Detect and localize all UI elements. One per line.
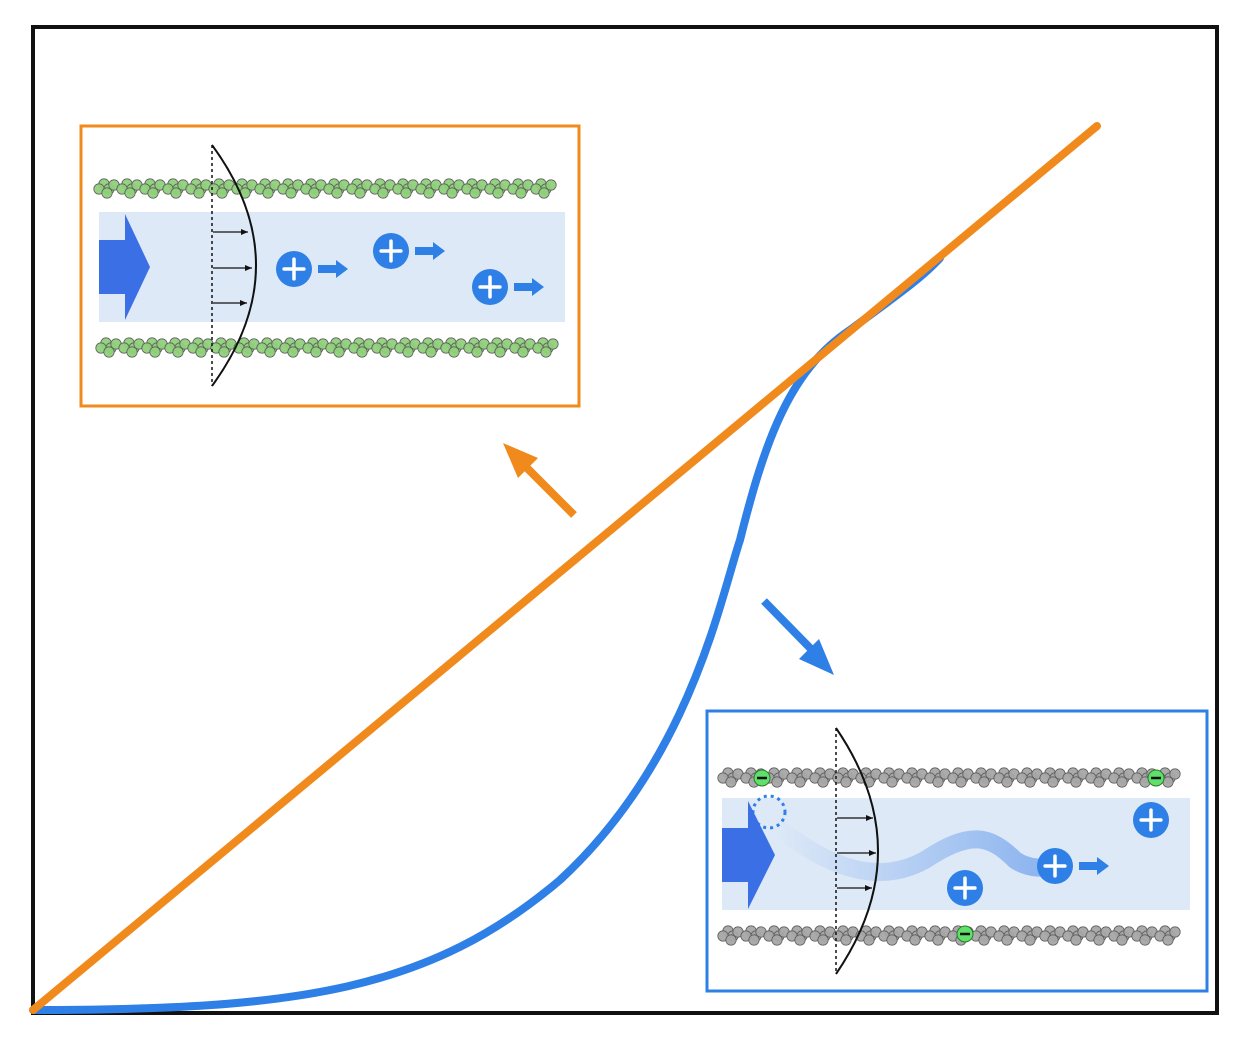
wall-atom-cluster bbox=[185, 178, 212, 199]
wall-atom-cluster bbox=[323, 178, 350, 199]
wall-atom-cluster bbox=[993, 925, 1020, 946]
cation bbox=[472, 269, 544, 305]
wall-atom-cluster bbox=[1131, 925, 1158, 946]
bottom-wall-atoms bbox=[717, 925, 1181, 946]
cations bbox=[276, 233, 544, 305]
wall-atom-cluster bbox=[93, 178, 120, 199]
neutral-channel-inset bbox=[79, 124, 581, 408]
wall-atom-cluster bbox=[302, 337, 329, 358]
plus-sign-icon bbox=[282, 257, 306, 281]
drift-arrow bbox=[318, 260, 348, 278]
flow-arrow bbox=[99, 214, 150, 320]
wall-atom-cluster bbox=[461, 178, 488, 199]
plus-sign-icon bbox=[1043, 854, 1067, 878]
wall-atom-cluster bbox=[486, 337, 513, 358]
wall-atom-cluster bbox=[878, 767, 905, 788]
wall-atom-cluster bbox=[1016, 767, 1043, 788]
wall-atom-cluster bbox=[532, 337, 559, 358]
wall-atom-cluster bbox=[901, 925, 928, 946]
top-wall-atoms bbox=[93, 178, 557, 199]
drift-arrow bbox=[1079, 857, 1109, 875]
wall-atom-cluster bbox=[348, 337, 375, 358]
wall-atom-cluster bbox=[139, 178, 166, 199]
cation bbox=[373, 233, 445, 269]
wall-atom-cluster bbox=[463, 337, 490, 358]
wall-atom-cluster bbox=[901, 767, 928, 788]
wall-atom-cluster bbox=[924, 925, 951, 946]
wall-atom-cluster bbox=[300, 178, 327, 199]
wall-atom-cluster bbox=[878, 925, 905, 946]
wall-atom-cluster bbox=[1108, 925, 1135, 946]
plus-sign-icon bbox=[379, 239, 403, 263]
plus-sign-icon bbox=[953, 876, 977, 900]
wall-atom-cluster bbox=[1154, 925, 1181, 946]
wall-atom-cluster bbox=[162, 178, 189, 199]
velocity-profile-curve bbox=[835, 727, 879, 975]
wall-atom-cluster bbox=[740, 925, 767, 946]
wall-atom-cluster bbox=[279, 337, 306, 358]
wall-atom-cluster bbox=[438, 178, 465, 199]
wall-atom-cluster bbox=[325, 337, 352, 358]
wall-atom-cluster bbox=[187, 337, 214, 358]
plot-frame bbox=[31, 25, 1219, 1015]
blue-pointer-arrow bbox=[761, 598, 834, 675]
orange-pointer-arrow bbox=[503, 443, 577, 518]
wall-atom-cluster bbox=[924, 767, 951, 788]
wall-atom-cluster bbox=[763, 767, 790, 788]
velocity-vectors bbox=[213, 229, 252, 306]
linear-curve bbox=[29, 122, 1101, 1014]
wall-atom-cluster bbox=[256, 337, 283, 358]
velocity-profile-curve bbox=[211, 144, 257, 387]
cation bbox=[1037, 848, 1109, 884]
wall-atom-cluster bbox=[1085, 767, 1112, 788]
wall-atom-cluster bbox=[530, 178, 557, 199]
wall-atom-cluster bbox=[507, 178, 534, 199]
wall-atom-cluster bbox=[809, 925, 836, 946]
plus-sign-icon bbox=[478, 275, 502, 299]
flow-arrow bbox=[722, 801, 775, 909]
wall-atom-cluster bbox=[1016, 925, 1043, 946]
wall-atom-cluster bbox=[1039, 767, 1066, 788]
negative-charge bbox=[956, 925, 974, 943]
negative-charge bbox=[1147, 769, 1165, 787]
cation bbox=[1133, 802, 1169, 838]
ion-trajectory-trail bbox=[766, 816, 1064, 881]
wall-atom-cluster bbox=[440, 337, 467, 358]
drift-arrow bbox=[415, 242, 445, 260]
wall-atom-cluster bbox=[717, 767, 744, 788]
drift-arrow bbox=[514, 278, 544, 296]
wall-atom-cluster bbox=[1085, 925, 1112, 946]
velocity-vectors bbox=[837, 815, 876, 891]
wall-atom-cluster bbox=[371, 337, 398, 358]
wall-atom-cluster bbox=[254, 178, 281, 199]
wall-atom-cluster bbox=[210, 337, 237, 358]
wall-atom-cluster bbox=[855, 925, 882, 946]
cations bbox=[947, 802, 1169, 906]
wall-atom-cluster bbox=[116, 178, 143, 199]
cation bbox=[276, 251, 348, 287]
cation bbox=[947, 870, 983, 906]
wall-atom-cluster bbox=[763, 925, 790, 946]
plus-sign-icon bbox=[1139, 808, 1163, 832]
wall-atom-cluster bbox=[392, 178, 419, 199]
wall-atom-cluster bbox=[1039, 925, 1066, 946]
wall-atom-cluster bbox=[164, 337, 191, 358]
charged-channel-inset bbox=[705, 709, 1209, 993]
wall-negative-charges bbox=[753, 769, 1165, 943]
negative-charge bbox=[753, 769, 771, 787]
bottom-wall-atoms bbox=[95, 337, 559, 358]
